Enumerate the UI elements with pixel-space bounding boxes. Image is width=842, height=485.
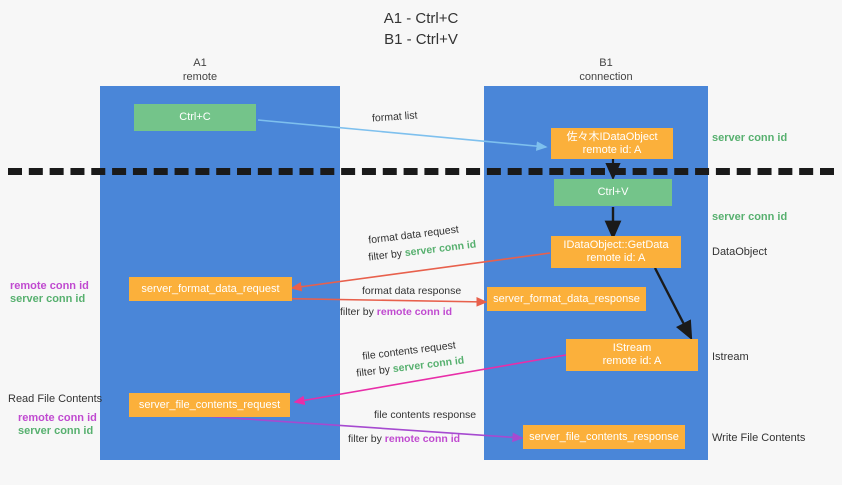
box-istream[interactable]: IStream remote id: A — [566, 339, 698, 371]
annotation-read-file-contents: Read File Contents — [8, 393, 103, 405]
filter-prefix: filter by — [348, 433, 385, 445]
annotation-istream: Istream — [712, 351, 749, 363]
box-server-file-contents-request[interactable]: server_file_contents_request — [129, 393, 290, 417]
filter-value-remote-conn-id: remote conn id — [376, 306, 453, 318]
edge-filter-file-contents-response: filter by remote conn id — [348, 432, 460, 446]
box-server-file-contents-response[interactable]: server_file_contents_response — [523, 425, 685, 449]
box-ctrl-c[interactable]: Ctrl+C — [134, 104, 256, 131]
box-getdata[interactable]: IDataObject::GetData remote id: A — [551, 236, 681, 268]
annotation-left-server-conn-1: server conn id — [10, 293, 86, 305]
page-title: A1 - Ctrl+C B1 - Ctrl+V — [383, 10, 459, 48]
annotation-right-server-conn-1: server conn id — [712, 132, 788, 144]
edge-filter-format-data-response: filter by remote conn id — [340, 305, 452, 319]
edge-label-file-contents-response: file contents response — [374, 409, 477, 421]
filter-prefix: filter by — [340, 306, 377, 318]
filter-prefix: filter by — [355, 363, 394, 380]
filter-value-remote-conn-id: remote conn id — [384, 433, 461, 445]
box-ctrl-v[interactable]: Ctrl+V — [554, 179, 672, 206]
lane-a1-header: A1 remote — [182, 57, 218, 83]
annotation-dataobject: DataObject — [712, 246, 768, 258]
annotation-left-server-conn-2: server conn id — [18, 425, 94, 437]
box-idataobject[interactable]: 佐々木IDataObject remote id: A — [551, 128, 673, 159]
annotation-left-remote-conn-2: remote conn id — [18, 412, 97, 424]
annotation-left-remote-conn-1: remote conn id — [10, 280, 89, 292]
annotation-write-file-contents: Write File Contents — [712, 432, 806, 444]
phase-divider — [8, 168, 834, 175]
box-server-format-data-response[interactable]: server_format_data_response — [487, 287, 646, 311]
filter-prefix: filter by — [367, 247, 406, 264]
edge-label-format-data-response: format data response — [362, 285, 462, 297]
lane-b1-header: B1 connection — [579, 57, 633, 83]
edge-label-format-list: format list — [371, 109, 418, 125]
annotation-right-server-conn-2: server conn id — [712, 211, 788, 223]
box-server-format-data-request[interactable]: server_format_data_request — [129, 277, 292, 301]
